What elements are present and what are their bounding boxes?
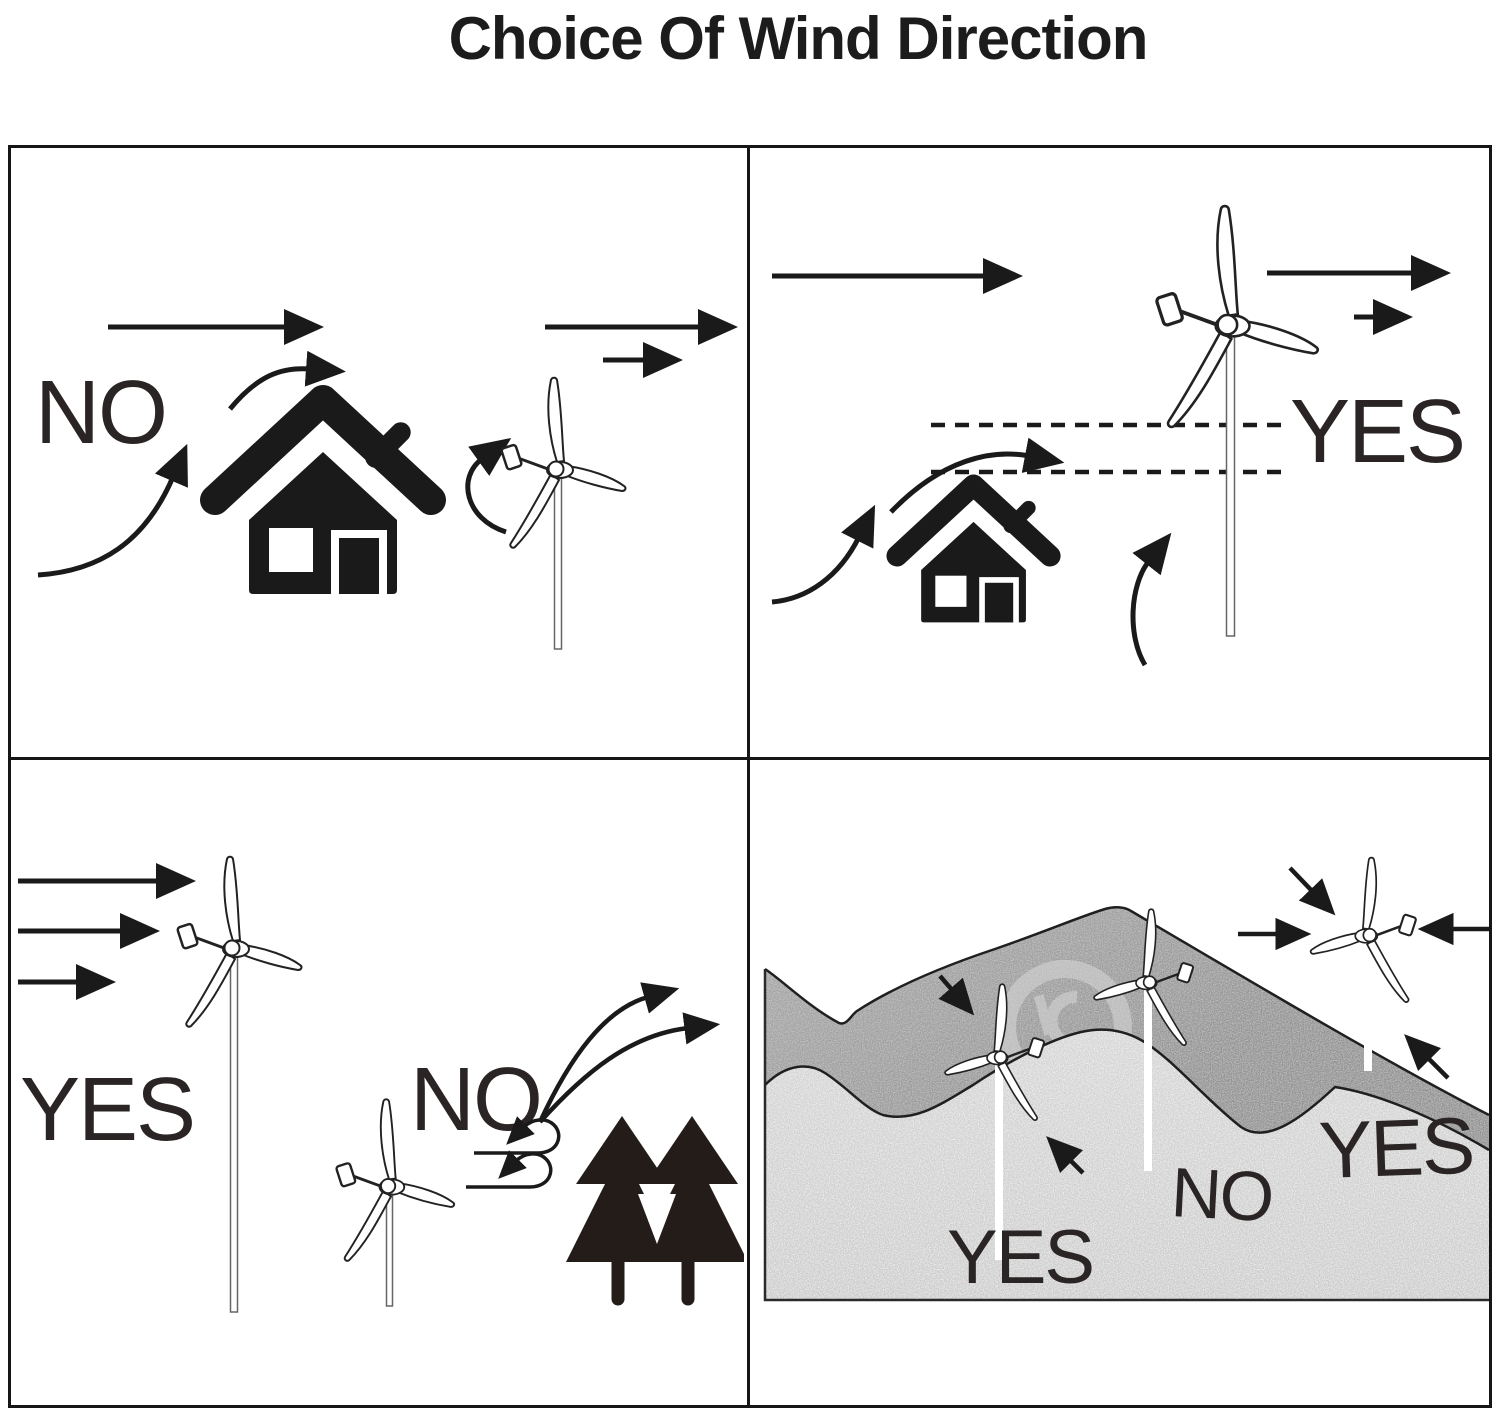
wind-turbine-icon	[943, 983, 1046, 1260]
vertical-divider	[747, 148, 750, 1405]
wind-arrow-icon	[771, 255, 1451, 667]
no-label: NO	[1169, 1153, 1274, 1236]
house-icon	[215, 400, 431, 594]
wind-turbine-icon	[1309, 856, 1418, 1071]
no-label: NO	[410, 1050, 541, 1150]
wind-arrow-icon	[938, 866, 1489, 1175]
panel-open-site-vs-trees: YES NO	[18, 855, 744, 1313]
wind-turbine-icon	[1153, 204, 1320, 637]
yes-label: YES	[1317, 1101, 1474, 1195]
yes-label: YES	[947, 1215, 1093, 1300]
panel-turbine-behind-house: NO	[35, 309, 738, 650]
wind-turbine-icon	[499, 376, 627, 650]
yes-label: YES	[1290, 382, 1464, 482]
house-icon	[897, 485, 1050, 622]
horizontal-divider	[11, 757, 1489, 760]
panel-hill-terrain: YES NO YES	[763, 856, 1490, 1302]
turbulence-arrow-icon	[466, 1116, 561, 1189]
diagram-border	[8, 145, 1492, 1408]
wind-arrow-icon	[18, 863, 196, 1000]
wind-turbine-icon	[175, 855, 303, 1313]
wind-turbine-icon	[334, 1097, 456, 1307]
pine-trees-icon	[566, 1116, 744, 1306]
no-label: NO	[35, 363, 166, 463]
wind-turbine-icon	[1092, 908, 1195, 1171]
page-title: Choice Of Wind Direction	[448, 5, 1149, 72]
yes-label: YES	[20, 1060, 194, 1160]
deflected-wind-arrow-icon	[537, 982, 721, 1124]
wind-arrow-icon	[37, 309, 738, 578]
panel-turbine-above-house: YES	[771, 204, 1466, 667]
